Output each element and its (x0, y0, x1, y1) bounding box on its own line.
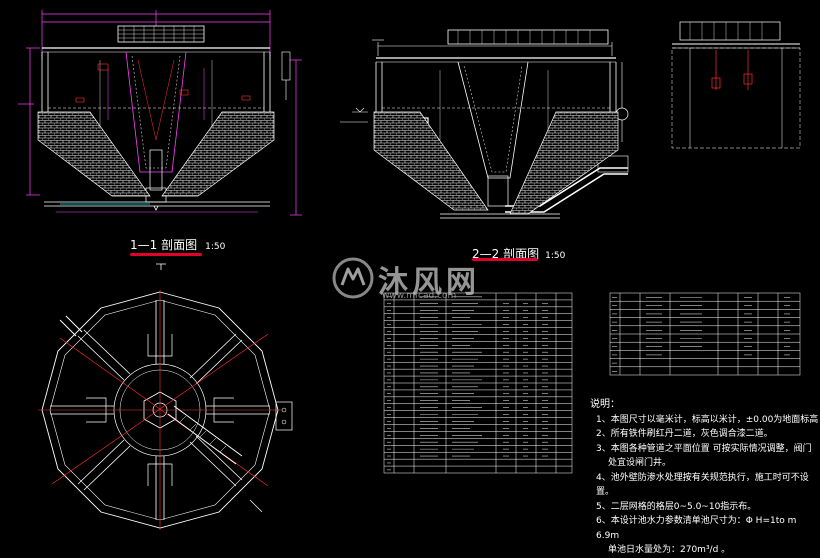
section-2-right-brick-wall (509, 111, 619, 215)
section-2-left-brick-wall (373, 111, 489, 211)
note-item: 处宜设闸门井。 (608, 458, 672, 468)
section-1-scale: 1:50 (205, 242, 226, 252)
section-2-underline (472, 258, 538, 261)
section-2-title: 2—2 剖面图 1:50 (472, 245, 565, 262)
section-1-left-brick-wall (37, 111, 151, 197)
section-1-base (44, 201, 270, 213)
watermark-logo-icon (332, 257, 374, 299)
section-1-underline (130, 253, 202, 256)
watermark-brand: 沐风网 (378, 265, 480, 300)
note-item: 3、本图各种管道之平面位置 可按实际情况调整，阀门 (596, 443, 812, 454)
bom-table-cell-marks (387, 296, 790, 471)
watermark: 沐风网 www.mfcad.com (330, 255, 500, 307)
note-item: 6、本设计池水力参数清单池尺寸为：Φ H=1to m 6.9m (596, 516, 797, 541)
bom-table-right (609, 292, 801, 376)
plan-view-drawing (38, 263, 293, 530)
section-2-scale: 1:50 (545, 251, 566, 261)
section-1-title: 1—1 剖面图 1:50 (130, 236, 225, 253)
section-2-base (440, 213, 560, 219)
detail-view-top-right (671, 21, 801, 149)
section-2-title-text: 2—2 剖面图 (472, 247, 540, 261)
note-item: 单池日水量处为：270m³/d 。 (608, 545, 731, 555)
note-item: 5、二层网格的格层0~5.0~10指示布。 (596, 501, 757, 512)
note-item: 2、所有铁件刷红丹二道，灰色调合漆二道。 (596, 429, 773, 439)
section-1-right-brick-wall (161, 111, 275, 197)
notes-heading: 说明： (590, 399, 620, 410)
section-1-title-text: 1—1 剖面图 (130, 238, 198, 252)
note-item: 1、本图尺寸以毫米计，标高以米计，±0.00为地面标高 (596, 414, 819, 425)
bom-table-center (383, 292, 573, 474)
note-item: 4、池外壁防渗水处理按有关规范执行，施工时可不设置。 (596, 472, 809, 498)
section-1-1-drawing (18, 10, 302, 216)
watermark-url: www.mfcad.com (382, 291, 457, 301)
design-notes: 说明： 1、本图尺寸以毫米计，标高以米计，±0.00为地面标高 2、所有铁件刷红… (590, 398, 820, 558)
